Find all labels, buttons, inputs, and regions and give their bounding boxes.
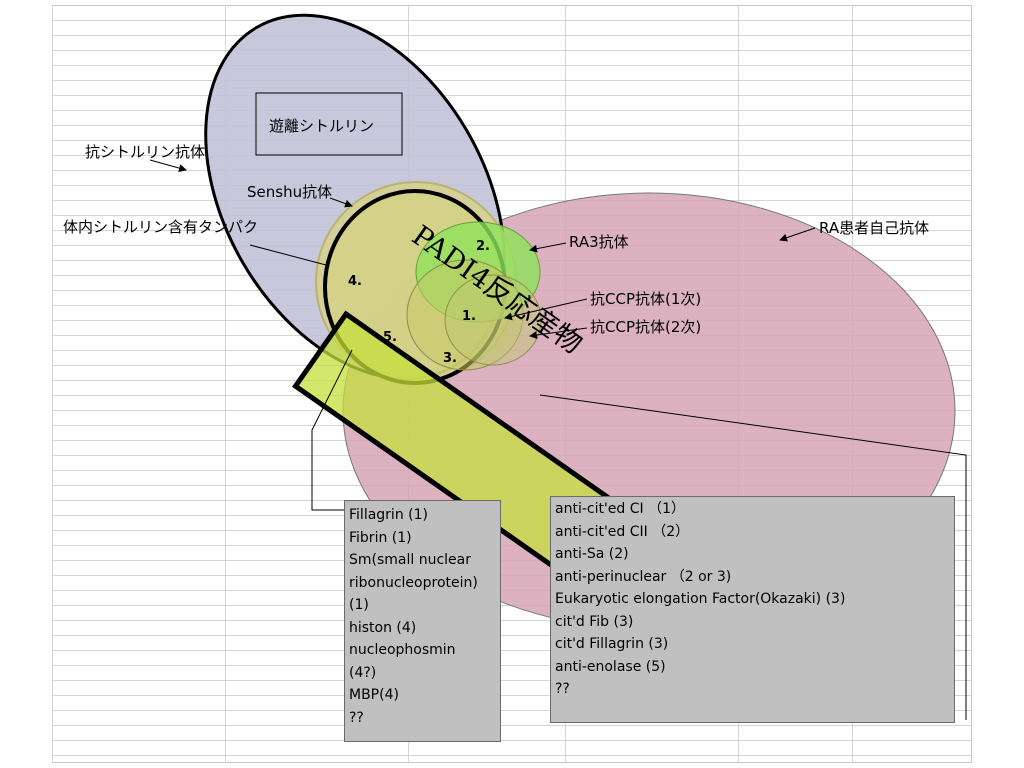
ra3-ab-pointer (529, 242, 567, 253)
anti-citrulline-ab-label: 抗シトルリン抗体 (85, 143, 205, 161)
senshu-ab-label: Senshu抗体 (247, 183, 332, 201)
ra3-ab-label: RA3抗体 (569, 233, 629, 251)
substrate-list-item: (1) (349, 597, 369, 613)
ra-autoantibody-label: RA患者自己抗体 (819, 219, 929, 237)
anti-ccp-2nd-pointer (529, 327, 588, 339)
region-number-1: 1. (462, 309, 476, 324)
antibody-list-item: ?? (555, 681, 570, 697)
free-citrulline-label: 遊離シトルリン (269, 117, 374, 135)
senshu-ab-pointer (329, 197, 353, 208)
left-panel-connector (311, 349, 353, 511)
antibody-list-item: anti-cit'ed CII （2） (555, 523, 690, 540)
substrate-list-item: ?? (349, 709, 364, 726)
anti-ccp-2nd-label: 抗CCP抗体(2次) (590, 318, 701, 336)
anti-ccp-2nd-ellipse (444, 274, 542, 366)
substrate-list-item: histon (4) (349, 619, 417, 636)
region-number-4: 4. (348, 274, 362, 289)
antibody-list-item: cit'd Fib (3) (555, 613, 634, 630)
antibody-list-item: anti-Sa (2) (555, 546, 629, 562)
antibody-list-panel: anti-cit'ed CI （1） anti-cit'ed CII （2） ant… (550, 496, 955, 723)
substrate-list-item: ribonucleoprotein) (349, 574, 478, 591)
substrate-list-panel: Fillagrin (1) Fibrin (1) Sm(small nuclear r… (344, 500, 501, 742)
antibody-list-item: anti-perinuclear （2 or 3) (555, 568, 732, 585)
substrate-list-item: (4?) (349, 664, 377, 681)
antibody-list-item: anti-enolase (5) (555, 658, 666, 675)
antibody-list-item: cit'd Fillagrin (3) (555, 636, 669, 652)
substrate-list-item: MBP(4) (349, 687, 399, 703)
free-citrulline-box (255, 92, 403, 156)
in-vivo-citrulline-protein-pointer (249, 244, 327, 266)
region-number-2: 2. (476, 239, 490, 254)
anti-ccp-1st-pointer (504, 298, 588, 321)
anti-ccp-1st-ellipse (406, 259, 524, 371)
substrate-list-item: Sm(small nuclear (349, 552, 472, 568)
in-vivo-citrulline-protein-label: 体内シトルリン含有タンパク (63, 218, 258, 236)
antibody-list-item: Eukaryotic elongation Factor(Okazaki) (3… (555, 591, 846, 607)
substrate-list-item: nucleophosmin (349, 642, 456, 658)
antibody-list-item: anti-cit'ed CI （1） (555, 501, 686, 517)
ra-autoantibody-pointer (779, 227, 816, 242)
anti-ccp-1st-label: 抗CCP抗体(1次) (590, 290, 701, 308)
substrate-list-item: Fillagrin (1) (349, 507, 428, 523)
region-number-5: 5. (383, 330, 397, 345)
anti-citrulline-ab-pointer (149, 159, 187, 172)
region-number-3: 3. (443, 351, 457, 366)
right-panel-connector (539, 394, 967, 720)
substrate-list-item: Fibrin (1) (349, 529, 412, 546)
